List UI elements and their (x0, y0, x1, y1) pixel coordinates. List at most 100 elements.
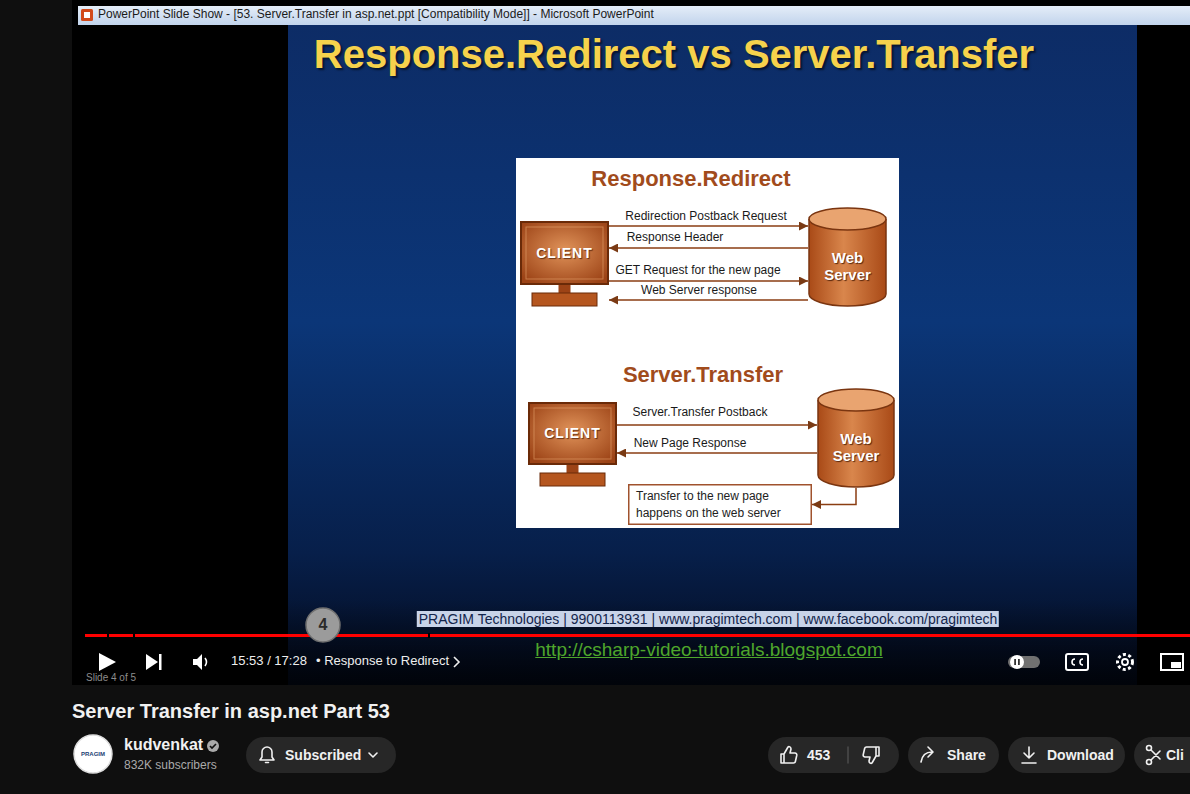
pill-ground (768, 737, 899, 773)
settings-hub (1122, 659, 1128, 665)
button-icon (369, 753, 377, 757)
box-outline (629, 485, 812, 525)
cylinder-top (809, 208, 886, 230)
pause-bar (1014, 659, 1016, 665)
client-monitor: CLIENT (520, 221, 609, 307)
verified-check (210, 744, 216, 748)
monitor-base (540, 473, 605, 486)
volume-wave (205, 658, 207, 666)
chapter-gap (428, 633, 430, 638)
screen-bezel (526, 227, 603, 279)
pill-ground (1134, 737, 1190, 773)
website-link: http://csharp-video-tutorials.blogspot.c… (535, 639, 882, 661)
message-arrow (609, 225, 808, 227)
button-icon (847, 747, 849, 763)
subscriber-count: 832K subscribers (124, 759, 217, 773)
volume-icon (193, 654, 202, 670)
client-label: CLIENT (544, 425, 601, 441)
video-title: Server Transfer in asp.net Part 53 (72, 700, 390, 723)
like-button-outline (768, 737, 899, 773)
captions-icon (1066, 654, 1088, 670)
section-heading: Response.Redirect (591, 166, 790, 191)
web-server-cylinder: Web Server (817, 388, 895, 488)
window-title: PowerPoint Slide Show - [53. Server.Tran… (98, 8, 654, 22)
monitor-screen (521, 222, 608, 284)
like-button: 453 (768, 737, 899, 773)
slide-counter: Slide 4 of 5 (86, 672, 136, 684)
autoplay-knob (1010, 655, 1024, 669)
client-monitor: CLIENT (528, 402, 617, 487)
section-heading: Server.Transfer (623, 362, 783, 387)
cylinder-body (809, 219, 886, 306)
progress-bar (85, 634, 1190, 637)
pill-ground (246, 737, 396, 773)
arrow-label: New Page Response (634, 437, 747, 450)
footer-credits: PRAGIM Technologies | 9900113931 | www.p… (417, 611, 999, 627)
button-icon (863, 747, 879, 763)
monitor-stand (559, 285, 571, 293)
app-icon (81, 9, 93, 21)
arrow-label: Web Server response (641, 284, 757, 297)
next-icon (146, 654, 158, 670)
chapter-chevron (454, 657, 459, 667)
message-arrow (617, 452, 817, 454)
cylinder-top (818, 389, 894, 411)
verified-badge (207, 740, 219, 752)
arrow-label: Redirection Postback Request (625, 210, 786, 223)
miniplayer-icon (1161, 654, 1183, 670)
window-title-bar (78, 6, 1190, 25)
server-label: Web Server (818, 249, 878, 284)
arrow-label: GET Request for the new page (615, 264, 780, 277)
next-icon-bar (159, 654, 162, 670)
slide-number: 4 (319, 616, 328, 634)
web-server-cylinder: Web Server (808, 207, 887, 307)
message-arrow (609, 247, 808, 249)
time-display: 15:53 / 17:28 (231, 654, 307, 669)
chapter-title: • Response to Redirect (316, 654, 449, 669)
arrow-label: Server.Transfer Postback (633, 406, 768, 419)
cylinder-body (818, 400, 894, 487)
clip-button: Cli (1134, 737, 1190, 773)
client-label: CLIENT (536, 245, 593, 261)
channel-name: kudvenkat (124, 736, 203, 754)
message-arrow (609, 299, 808, 301)
button-label: Subscribed (285, 747, 361, 763)
slide-title: Response.Redirect vs Server.Transfer (314, 31, 1034, 77)
slide-ground (288, 25, 1137, 685)
monitor-base (532, 293, 597, 306)
miniplayer-inset (1171, 662, 1181, 668)
player-shade (72, 600, 1190, 685)
chapter-gap (107, 633, 109, 638)
monitor-screen (529, 403, 616, 464)
screen-bezel (534, 408, 611, 459)
diagram-panel (516, 158, 899, 528)
button-icon (1147, 746, 1161, 765)
monitor-stand (567, 465, 579, 473)
note-text: Transfer to the new page happens on the … (636, 488, 804, 520)
captions-mark (1072, 659, 1075, 665)
button-icon (781, 747, 797, 763)
channel-avatar: PRAGIM (73, 734, 113, 774)
note-box: Transfer to the new page happens on the … (628, 484, 812, 525)
play-icon (99, 653, 116, 671)
subscribe-button: Subscribed (246, 737, 396, 773)
button-label: Share (947, 747, 986, 763)
button-icon (1022, 747, 1036, 763)
download-button: Download (1008, 737, 1125, 773)
avatar-text: PRAGIM (81, 751, 105, 758)
autoplay-toggle (1008, 656, 1040, 668)
message-arrow (617, 424, 817, 426)
client-monitor-outline (528, 402, 617, 487)
like-count: 453 (807, 747, 830, 763)
message-arrow (812, 488, 856, 505)
client-monitor-outline (520, 221, 609, 307)
button-label: Cli (1166, 747, 1184, 763)
share-button: Share (908, 737, 999, 773)
circle-outline (74, 735, 112, 773)
app-icon-mark (84, 12, 90, 18)
settings-gear (1118, 655, 1133, 670)
